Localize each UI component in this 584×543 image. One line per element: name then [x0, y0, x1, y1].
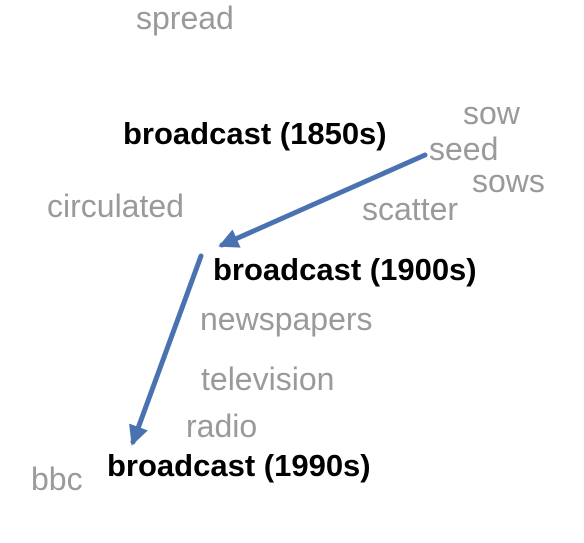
neighbor-word-seed: seed [429, 131, 499, 167]
arrow-1900s-to-1990s [129, 253, 204, 446]
neighbor-word-television: television [201, 361, 335, 397]
neighbor-word-newspapers: newspapers [200, 301, 373, 337]
neighbor-word-radio: radio [186, 408, 258, 444]
neighbor-word-circulated: circulated [47, 188, 184, 224]
neighbor-word-spread: spread [136, 0, 234, 36]
neighbor-word-sows: sows [472, 163, 545, 199]
neighbor-word-bbc: bbc [31, 461, 83, 497]
arrow-1850s-to-1900s [218, 152, 428, 248]
neighbor-word-sow: sow [463, 95, 520, 131]
anchor-word-1990s: broadcast (1990s) [107, 448, 371, 483]
anchor-word-1900s: broadcast (1900s) [213, 252, 477, 287]
anchor-word-1850s: broadcast (1850s) [123, 116, 387, 151]
neighbor-word-scatter: scatter [362, 191, 459, 227]
